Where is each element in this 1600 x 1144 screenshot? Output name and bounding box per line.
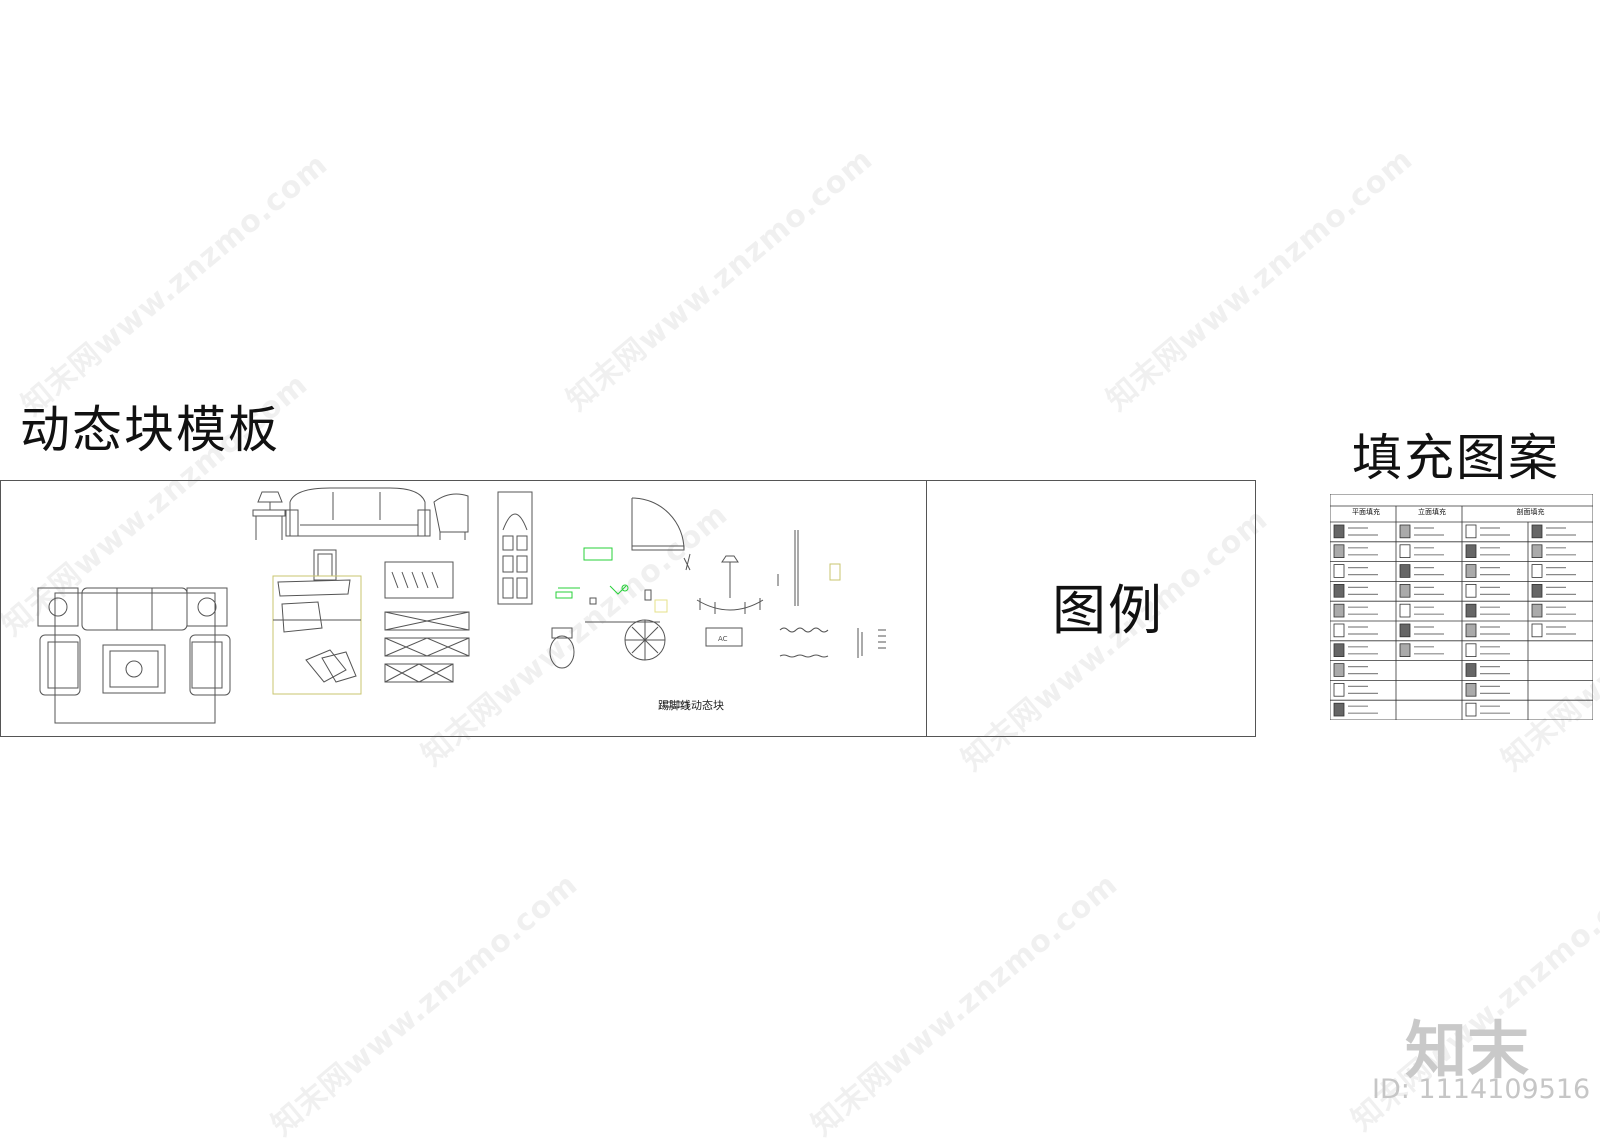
brand-logo: 知末 <box>1405 1014 1530 1087</box>
hatch-swatch <box>1399 584 1411 598</box>
hatch-swatch <box>1465 524 1477 539</box>
cabinet-panels <box>384 561 470 683</box>
hatch-table-header: 平面填充 立面填充 剖面填充 <box>1330 507 1593 521</box>
legend-title: 图例 <box>1052 579 1164 642</box>
picture-frame <box>313 549 337 581</box>
header-plan-fill: 平面填充 <box>1352 508 1380 516</box>
hatch-swatch <box>1399 623 1411 638</box>
hatch-swatch <box>1465 623 1477 638</box>
hatch-swatch <box>1465 564 1477 578</box>
ac-unit <box>705 627 743 647</box>
hatch-swatch <box>1465 544 1477 558</box>
frame-divider <box>926 480 927 737</box>
hatch-swatch <box>1531 564 1543 578</box>
hatch-swatch <box>1333 643 1345 658</box>
hatch-swatch <box>1333 623 1345 638</box>
door-swing <box>631 497 685 551</box>
hatch-swatch <box>1465 603 1477 618</box>
header-section-fill: 剖面填充 <box>1516 508 1545 516</box>
hatch-swatch <box>1333 524 1345 539</box>
hatch-swatch <box>1399 643 1411 658</box>
dynamic-blocks-title: 动态块模板 <box>20 401 280 459</box>
hatch-swatch <box>1333 702 1345 717</box>
header-elevation-fill: 立面填充 <box>1418 508 1446 516</box>
hatch-swatch <box>1531 524 1543 539</box>
hatch-swatch <box>1399 544 1411 558</box>
baseboard-block-label: 踢脚线动态块 <box>658 699 724 712</box>
watermark: 知末网www.znzmo.com <box>265 866 585 1143</box>
hatch-swatch <box>1399 524 1411 539</box>
hatch-swatch <box>1333 584 1345 598</box>
hatch-swatch <box>1333 564 1345 578</box>
hatch-swatch <box>1399 564 1411 578</box>
hatch-swatch <box>1333 603 1345 618</box>
brand-id: ID: 1114109516 <box>1372 1074 1591 1105</box>
watermark: 知末网www.znzmo.com <box>560 141 880 418</box>
ac-label: AC <box>718 635 728 643</box>
hatch-swatch <box>1333 663 1345 677</box>
green-symbols <box>555 547 668 613</box>
hatch-swatch <box>1333 682 1345 697</box>
plant-plan <box>624 619 666 661</box>
hatch-swatch <box>1399 603 1411 618</box>
hatch-swatch <box>1465 584 1477 598</box>
watermark: 知末网www.znzmo.com <box>805 866 1125 1143</box>
hatch-swatch <box>1531 584 1543 598</box>
door-elevation <box>497 491 533 605</box>
hatch-pattern-table <box>1330 494 1593 720</box>
living-room-plan <box>37 587 231 724</box>
drawing-frame <box>0 480 1256 737</box>
chandelier-elevation <box>683 553 764 614</box>
hatch-swatch <box>1465 643 1477 658</box>
bed-plan <box>272 575 362 695</box>
hatch-swatch <box>1531 603 1543 618</box>
toilet-plan <box>549 627 575 669</box>
hatch-swatch <box>1465 702 1477 717</box>
watermark: 知末网www.znzmo.com <box>1100 141 1420 418</box>
hatch-patterns-title: 填充图案 <box>1352 429 1560 487</box>
hatch-swatch <box>1531 623 1543 638</box>
hatch-swatch <box>1333 544 1345 558</box>
cad-blocks-drawing: AC <box>37 487 886 724</box>
hatch-swatch <box>1531 544 1543 558</box>
hatch-swatch <box>1465 682 1477 697</box>
sofa-elevation <box>252 487 469 540</box>
hatch-swatch <box>1465 663 1477 677</box>
